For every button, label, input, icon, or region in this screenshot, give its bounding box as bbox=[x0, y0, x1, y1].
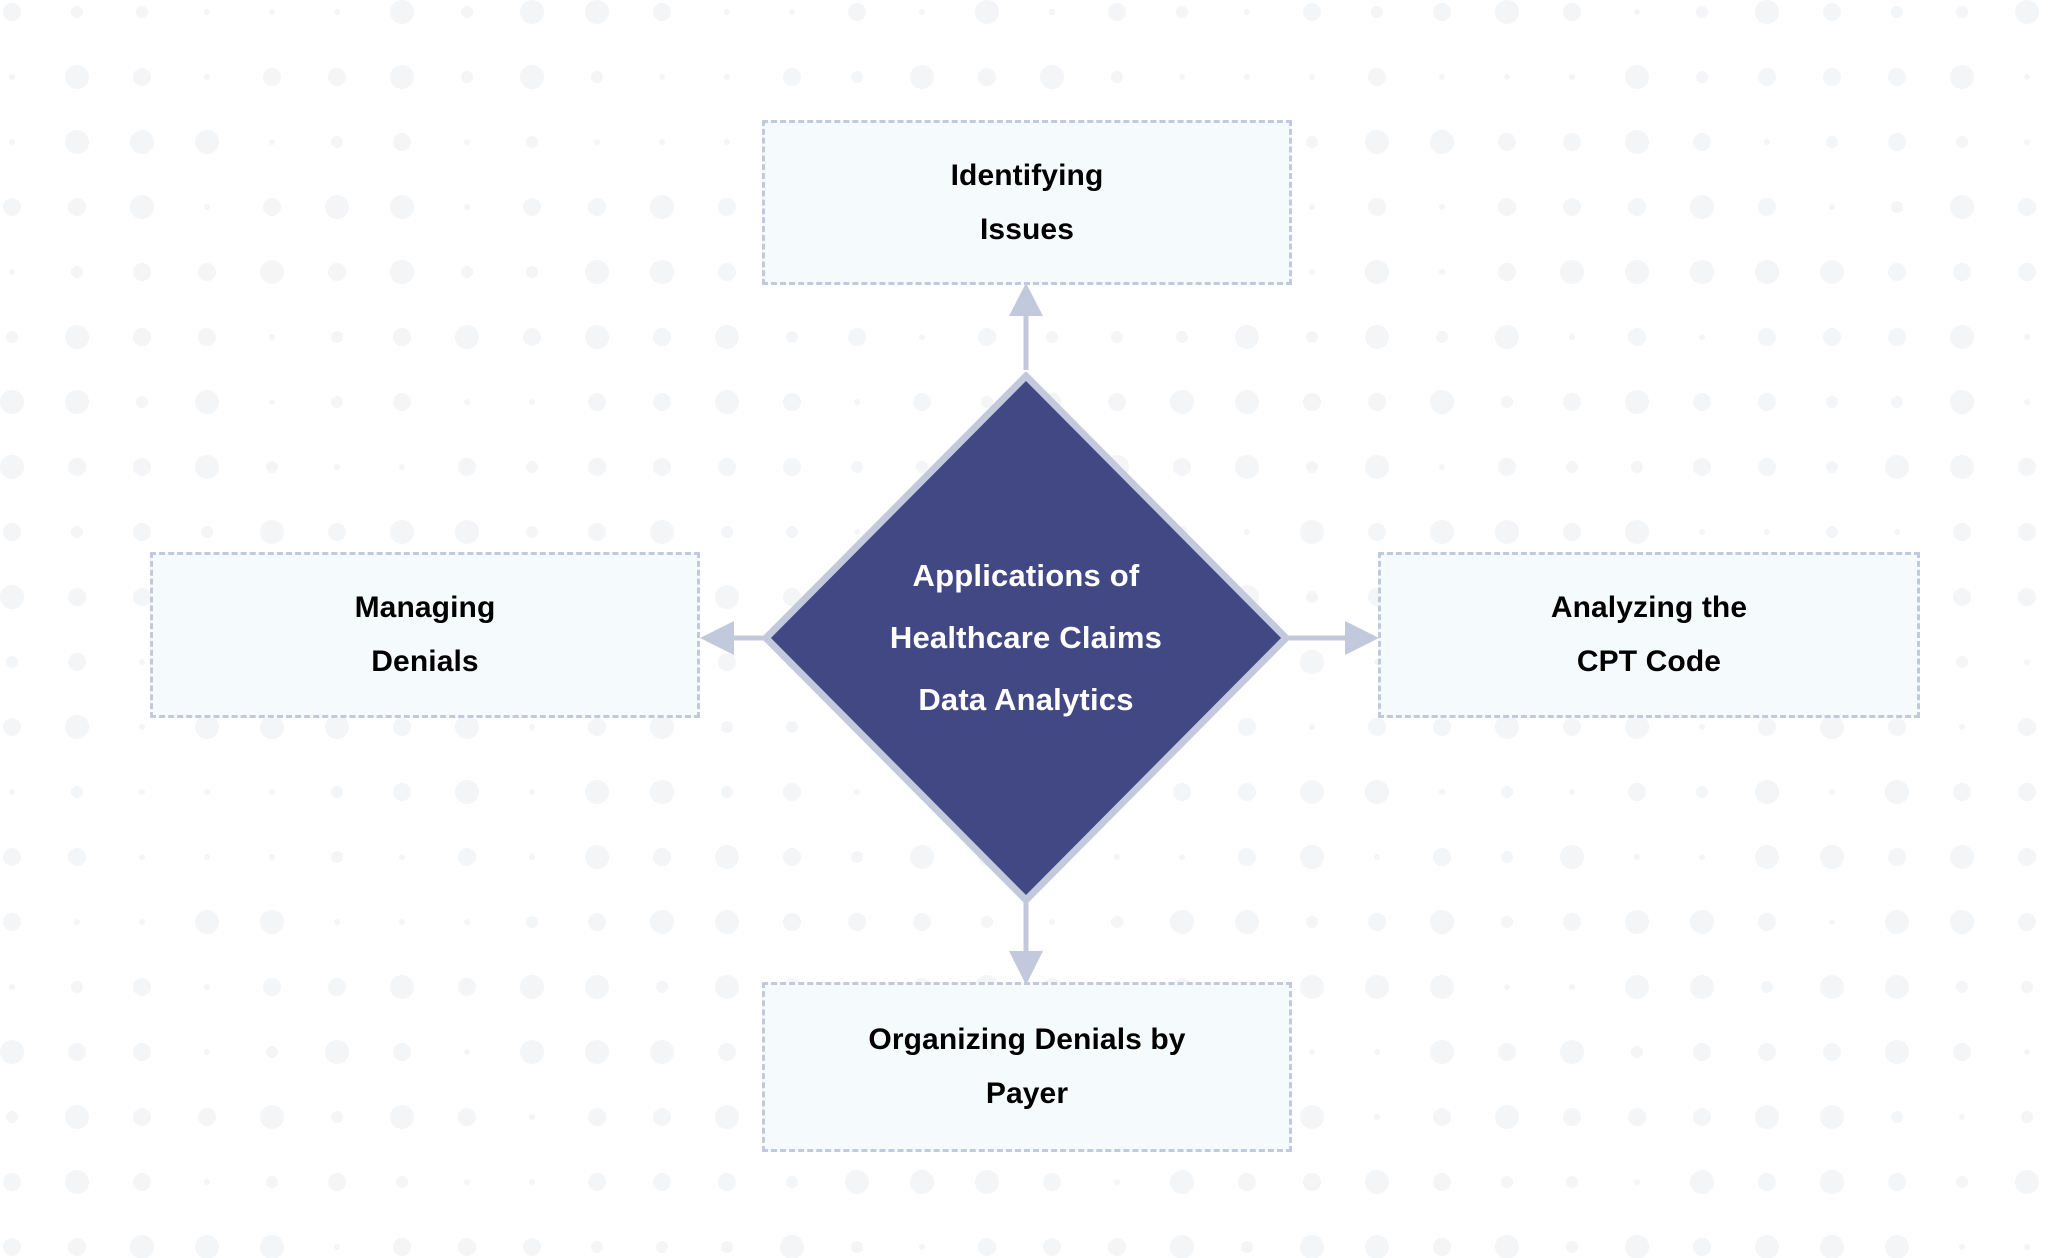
node-analyzing-cpt-code[interactable]: Analyzing the CPT Code bbox=[1378, 552, 1920, 718]
node-organizing-denials-by-payer[interactable]: Organizing Denials by Payer bbox=[762, 982, 1292, 1152]
connector-down bbox=[1009, 900, 1043, 985]
center-node-diamond[interactable]: Applications of Healthcare Claims Data A… bbox=[762, 372, 1290, 904]
node-label-line: Organizing Denials by bbox=[868, 1023, 1186, 1056]
connector-up bbox=[1009, 283, 1043, 370]
center-label-line: Applications of bbox=[912, 558, 1140, 593]
node-label-line: Identifying bbox=[950, 158, 1104, 192]
node-label-line: Payer bbox=[985, 1077, 1069, 1110]
node-label-line: CPT Code bbox=[1576, 645, 1722, 678]
connector-right bbox=[1288, 621, 1379, 655]
node-identifying-issues[interactable]: Identifying Issues bbox=[762, 120, 1292, 285]
node-label-line: Analyzing the bbox=[1550, 591, 1748, 624]
node-label-line: Denials bbox=[371, 645, 479, 678]
node-managing-denials[interactable]: Managing Denials bbox=[150, 552, 700, 718]
node-label-line: Managing bbox=[354, 591, 496, 624]
diamond-shape bbox=[762, 372, 1290, 904]
center-node-label: Applications of Healthcare Claims Data A… bbox=[762, 372, 1290, 904]
center-label-line: Healthcare Claims bbox=[889, 620, 1163, 655]
connector-left bbox=[700, 621, 764, 655]
node-label-line: Issues bbox=[980, 212, 1074, 246]
center-label-line: Data Analytics bbox=[918, 682, 1134, 717]
